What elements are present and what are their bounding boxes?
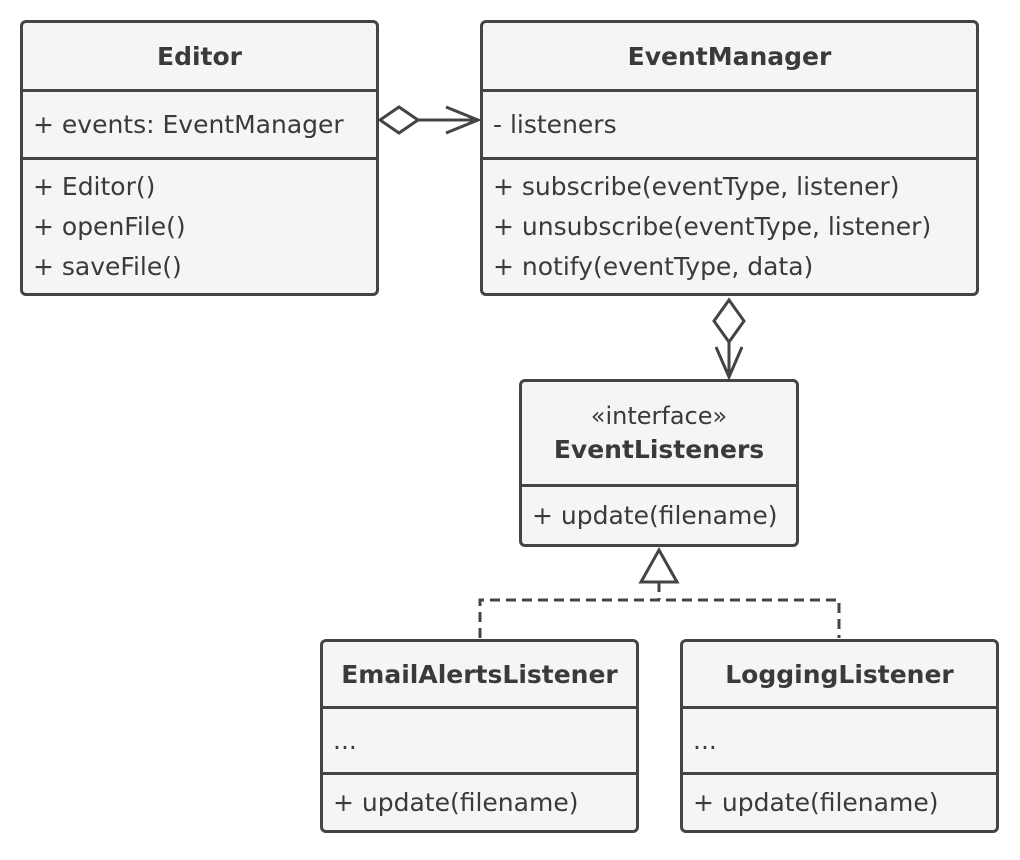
attribute: ... <box>693 725 717 755</box>
class-event-manager-methods: + subscribe(eventType, listener) + unsub… <box>483 157 976 293</box>
interface-name: EventListeners <box>553 435 765 464</box>
class-editor[interactable]: Editor + events: EventManager + Editor()… <box>20 20 379 296</box>
class-editor-attributes: + events: EventManager <box>23 89 376 157</box>
open-arrowhead <box>445 105 482 135</box>
method: + subscribe(eventType, listener) <box>493 171 900 201</box>
method: + notify(eventType, data) <box>493 251 814 281</box>
method: + update(filename) <box>333 787 579 817</box>
relation-editor-eventmanager <box>377 105 482 135</box>
class-editor-title: Editor <box>157 41 242 71</box>
open-arrowhead <box>714 346 744 381</box>
realization-triangle <box>638 546 680 584</box>
attribute: ... <box>333 725 357 755</box>
method: + update(filename) <box>532 500 778 530</box>
aggregation-diamond <box>377 105 421 135</box>
class-event-manager-attributes: - listeners <box>483 89 976 157</box>
class-event-listeners-methods: + update(filename) <box>522 484 796 544</box>
class-event-listeners-title: «interface» EventListeners <box>522 382 796 484</box>
relation-realization <box>478 546 841 638</box>
method: + Editor() <box>33 171 156 201</box>
relation-eventmanager-eventlisteners <box>712 297 746 381</box>
class-email-alerts-listener-methods: + update(filename) <box>323 772 636 830</box>
attribute: - listeners <box>493 109 617 139</box>
method: + unsubscribe(eventType, listener) <box>493 211 932 241</box>
class-event-manager[interactable]: EventManager - listeners + subscribe(eve… <box>480 20 979 296</box>
class-logging-listener[interactable]: LoggingListener ... + update(filename) <box>680 639 999 833</box>
method: + update(filename) <box>693 787 939 817</box>
attribute: + events: EventManager <box>33 109 344 139</box>
class-logging-listener-methods: + update(filename) <box>683 772 996 830</box>
method: + openFile() <box>33 211 186 241</box>
class-logging-listener-attributes: ... <box>683 706 996 772</box>
class-event-manager-title: EventManager <box>627 41 832 71</box>
class-event-listeners[interactable]: «interface» EventListeners + update(file… <box>519 379 799 547</box>
class-editor-methods: + Editor() + openFile() + saveFile() <box>23 157 376 293</box>
method: + saveFile() <box>33 251 182 281</box>
class-email-alerts-listener[interactable]: EmailAlertsListener ... + update(filenam… <box>320 639 639 833</box>
aggregation-diamond <box>712 297 746 345</box>
class-email-alerts-listener-title: EmailAlertsListener <box>341 659 618 689</box>
class-email-alerts-listener-attributes: ... <box>323 706 636 772</box>
class-logging-listener-title: LoggingListener <box>725 659 954 689</box>
stereotype-label: «interface» <box>590 402 728 430</box>
